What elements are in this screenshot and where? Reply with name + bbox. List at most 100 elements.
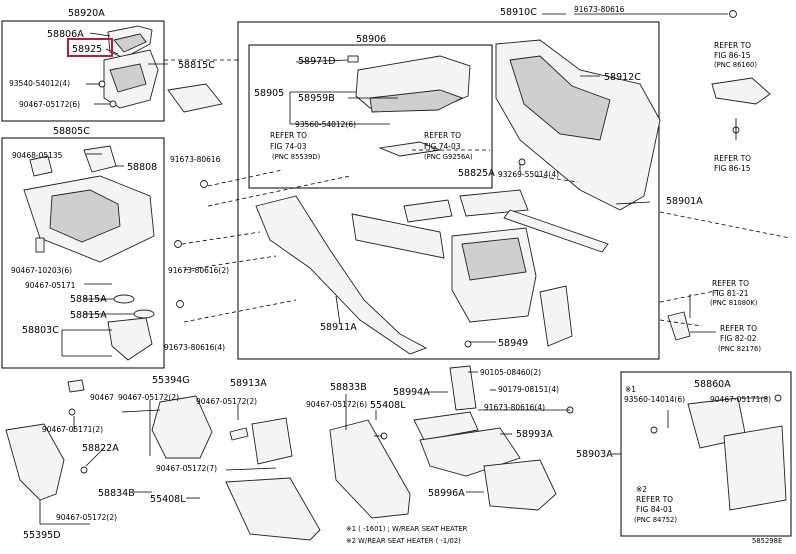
part-58815A-ring2 — [133, 309, 155, 319]
ref86-line2[interactable]: FIG 86-15 — [714, 51, 751, 60]
label-58833B[interactable]: 58833B — [330, 382, 367, 393]
bolt-icon — [518, 158, 526, 166]
ref82-line2[interactable]: FIG 82-02 — [720, 334, 757, 343]
part-58808-shape — [83, 145, 117, 173]
label-58825A[interactable]: 58825A — [458, 168, 495, 179]
dashed-lines — [164, 59, 791, 327]
label-58901A[interactable]: 58901A — [666, 196, 703, 207]
label-55408L-2[interactable]: 55408L — [370, 400, 406, 411]
label-90467-05171-2[interactable]: 90467-05171(2) — [42, 425, 103, 434]
part-lid-shape — [113, 33, 147, 53]
label-58815C[interactable]: 58815C — [178, 60, 215, 71]
ref86-line3[interactable]: (PNC 86160) — [714, 61, 757, 69]
label-58910C[interactable]: 58910C — [500, 7, 537, 18]
bolt-icon — [729, 10, 737, 18]
ref74-1-line1[interactable]: REFER TO — [270, 131, 307, 140]
label-90467-05172-6[interactable]: 90467-05172(6) — [306, 400, 367, 409]
label-58971D[interactable]: 58971D — [298, 56, 336, 67]
label-91673-80616-top[interactable]: 91673-80616 — [574, 5, 625, 14]
ref86b-line2[interactable]: FIG 86-15 — [714, 164, 751, 173]
label-90467-10203[interactable]: 90467-10203(6) — [11, 266, 72, 275]
ref82-line3[interactable]: (PNC 82176) — [718, 345, 761, 353]
label-91673-80616-4[interactable]: 91673-80616(4) — [164, 343, 225, 352]
ref84-line1[interactable]: REFER TO — [636, 495, 673, 504]
label-91673-80616-2[interactable]: 91673-80616(2) — [168, 266, 229, 275]
ref86-line1[interactable]: REFER TO — [714, 41, 751, 50]
ref74-2-line1[interactable]: REFER TO — [424, 131, 461, 140]
label-55395D[interactable]: 55395D — [23, 530, 61, 541]
part-58971D-shape — [347, 55, 359, 63]
label-90467-05172-2b[interactable]: 90467-05172(2) — [56, 513, 117, 522]
ref82-line1[interactable]: REFER TO — [720, 324, 757, 333]
label-55408L-1[interactable]: 55408L — [150, 494, 186, 505]
label-58903A[interactable]: 58903A — [576, 449, 613, 460]
label-58815A-1[interactable]: 58815A — [70, 294, 107, 305]
label-58925[interactable]: 58925 — [72, 44, 102, 55]
part-58996A-shape — [483, 459, 557, 511]
label-58808[interactable]: 58808 — [127, 162, 157, 173]
label-93269-55014[interactable]: 93269-55014(4) — [498, 170, 559, 179]
label-93540-54012[interactable]: 93540-54012(4) — [9, 79, 70, 88]
ref74-2-line2[interactable]: FIG 74-03 — [424, 142, 461, 151]
part-ref82-shape — [667, 311, 691, 341]
ref84-line2[interactable]: FIG 84-01 — [636, 505, 673, 514]
label-90179-08151[interactable]: 90179-08151(4) — [498, 385, 559, 394]
label-58822A[interactable]: 58822A — [82, 443, 119, 454]
ref81-line3[interactable]: (PNC 81080K) — [710, 299, 758, 307]
label-58994A[interactable]: 58994A — [393, 387, 430, 398]
ref86b-line1[interactable]: REFER TO — [714, 154, 751, 163]
label-58815A-2[interactable]: 58815A — [70, 310, 107, 321]
part-58803C-shape — [107, 317, 153, 361]
label-90468-05135[interactable]: 90468-05135 — [12, 151, 63, 160]
part-58920A-inner — [109, 63, 147, 93]
label-90467-05172-6[interactable]: 90467-05172(6) — [19, 100, 80, 109]
label-90467-05171[interactable]: 90467-05171 — [25, 281, 76, 290]
ref81-line1[interactable]: REFER TO — [712, 279, 749, 288]
label-58860A[interactable]: 58860A — [694, 379, 731, 390]
part-55408L-shape — [225, 477, 321, 541]
label-58996A[interactable]: 58996A — [428, 488, 465, 499]
part-bracket-shape — [403, 199, 453, 223]
mark2-ref: ※2 — [636, 485, 647, 494]
label-93560-54012[interactable]: 93560-54012(6) — [295, 120, 356, 129]
label-58806A[interactable]: 58806A — [47, 29, 84, 40]
part-box-inner — [461, 237, 527, 281]
ref81-line2[interactable]: FIG 81-21 — [712, 289, 749, 298]
label-90467-left[interactable]: 90467 — [90, 393, 114, 402]
label-58959B[interactable]: 58959B — [298, 93, 335, 104]
bolt-icon — [464, 340, 472, 348]
label-58949[interactable]: 58949 — [498, 338, 528, 349]
label-90467-05171-8[interactable]: 90467-05171(8) — [710, 395, 771, 404]
ref74-1-line3[interactable]: (PNC 85539D) — [272, 153, 321, 161]
label-58834B[interactable]: 58834B — [98, 488, 135, 499]
highlight-58925 — [67, 38, 113, 57]
label-90467-05172-2a[interactable]: 90467-05172(2) — [118, 393, 179, 402]
label-55394G[interactable]: 55394G — [152, 375, 190, 386]
ref74-2-line3[interactable]: (PNC G9256A) — [424, 153, 473, 161]
label-91673-80616-4b[interactable]: 91673-80616(4) — [484, 403, 545, 412]
bolt-icon — [68, 408, 76, 416]
part-58825A-shape — [459, 189, 529, 217]
label-58993A[interactable]: 58993A — [516, 429, 553, 440]
bolt-icon — [774, 394, 782, 402]
part-58949-shape — [539, 285, 573, 347]
label-90467-05172-2c[interactable]: 90467-05172(2) — [196, 397, 257, 406]
label-58805C[interactable]: 58805C — [53, 126, 90, 137]
part-58994A-shape — [413, 411, 479, 441]
part-55394G-shape — [151, 395, 213, 459]
label-58920A[interactable]: 58920A — [68, 8, 105, 19]
ref74-1-line2[interactable]: FIG 74-03 — [270, 142, 307, 151]
label-91673-80616-a[interactable]: 91673-80616 — [170, 155, 221, 164]
label-93560-14014[interactable]: 93560-14014(6) — [624, 395, 685, 404]
label-58905[interactable]: 58905 — [254, 88, 284, 99]
label-58803C[interactable]: 58803C — [22, 325, 59, 336]
label-58912C[interactable]: 58912C — [604, 72, 641, 83]
label-58911A[interactable]: 58911A — [320, 322, 357, 333]
label-58906[interactable]: 58906 — [356, 34, 386, 45]
ref84-line3[interactable]: (PNC 84752) — [634, 516, 677, 524]
label-90467-05172-7[interactable]: 90467-05172(7) — [156, 464, 217, 473]
label-90105-08460[interactable]: 90105-08460(2) — [480, 368, 541, 377]
label-58913A[interactable]: 58913A — [230, 378, 267, 389]
